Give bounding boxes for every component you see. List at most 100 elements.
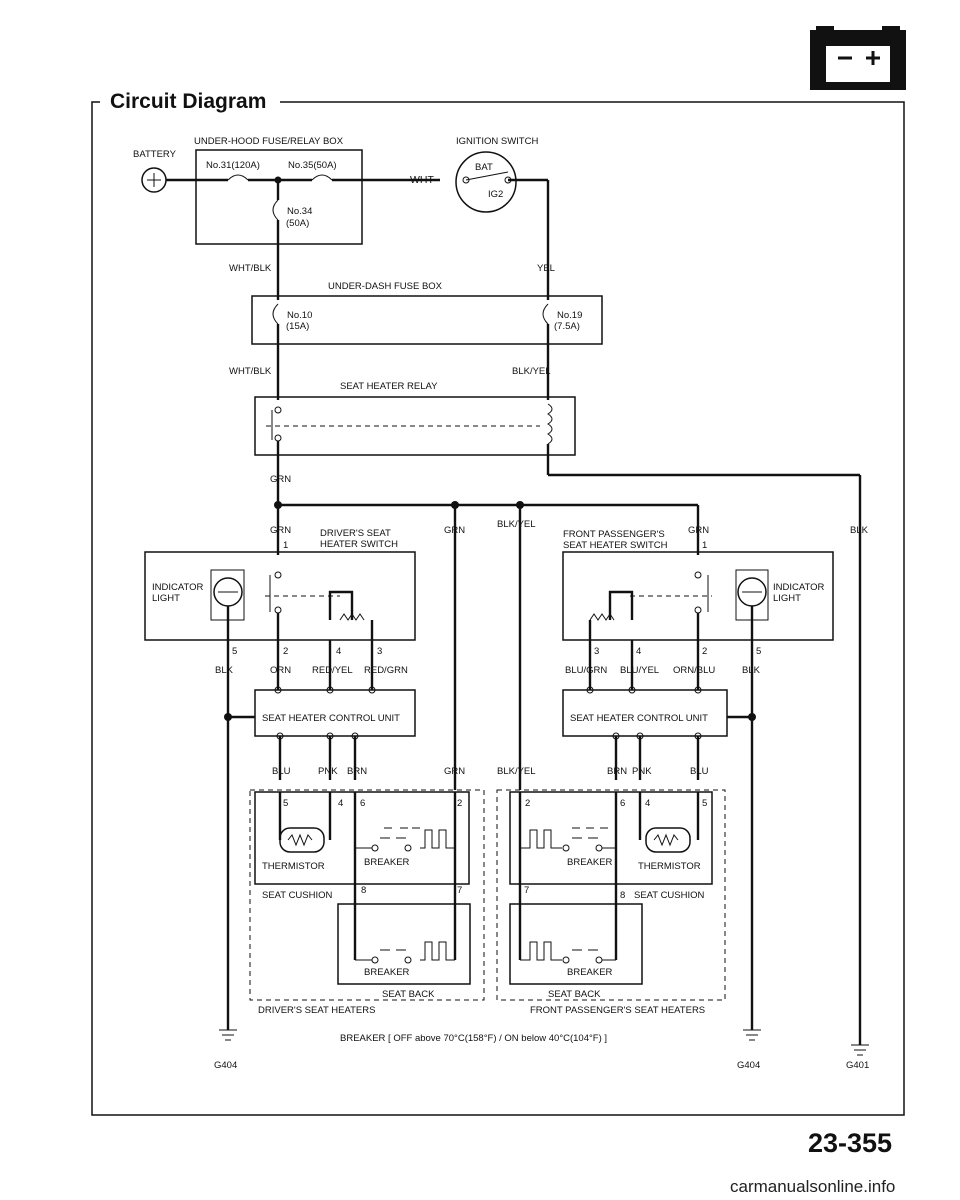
breaker-icon	[355, 827, 455, 849]
svg-text:4: 4	[338, 798, 343, 809]
svg-text:G404: G404	[214, 1060, 237, 1071]
battery-icon	[810, 26, 906, 90]
svg-text:BRN: BRN	[607, 766, 627, 777]
svg-text:4: 4	[636, 646, 641, 657]
passenger-control-unit: SEAT HEATER CONTROL UNIT	[562, 640, 756, 1030]
svg-text:5: 5	[283, 798, 288, 809]
svg-text:PNK: PNK	[632, 766, 652, 777]
driver-seat-heaters: 5 4 6 2 THERMISTOR BREAKER SEAT CUSHION …	[249, 789, 485, 1016]
svg-text:2: 2	[702, 646, 707, 657]
svg-text:THERMISTOR: THERMISTOR	[638, 861, 701, 872]
svg-text:WHT/BLK: WHT/BLK	[229, 366, 272, 377]
svg-text:SEAT CUSHION: SEAT CUSHION	[262, 890, 333, 901]
svg-text:HEATER SWITCH: HEATER SWITCH	[320, 539, 398, 550]
watermark: carmanualsonline.info	[730, 1177, 895, 1196]
svg-text:BLU: BLU	[272, 766, 291, 777]
svg-text:GRN: GRN	[270, 474, 291, 485]
svg-text:3: 3	[377, 646, 382, 657]
driver-control-unit: SEAT HEATER CONTROL UNIT	[224, 640, 416, 1030]
svg-text:GRN: GRN	[270, 525, 291, 536]
svg-text:8: 8	[361, 885, 366, 896]
svg-text:5: 5	[702, 798, 707, 809]
page-title: Circuit Diagram	[110, 90, 266, 113]
svg-text:PNK: PNK	[318, 766, 338, 777]
svg-text:SEAT HEATER CONTROL UNIT: SEAT HEATER CONTROL UNIT	[262, 713, 400, 724]
svg-text:2: 2	[283, 646, 288, 657]
svg-text:BLU: BLU	[690, 766, 709, 777]
svg-text:6: 6	[620, 798, 625, 809]
svg-text:BREAKER: BREAKER	[567, 967, 613, 978]
ignition-switch	[455, 151, 517, 213]
driver-seat-heater-switch: INDICATOR LIGHT	[144, 551, 416, 641]
underdash-box-label: UNDER-DASH FUSE BOX	[328, 281, 443, 292]
switch-resistor-icon	[589, 613, 615, 621]
svg-text:IG2: IG2	[488, 189, 503, 200]
grn-bus	[274, 475, 862, 1045]
svg-text:7: 7	[524, 885, 529, 896]
driver-switch-label: DRIVER'S SEAT	[320, 528, 391, 539]
svg-text:SEAT BACK: SEAT BACK	[382, 989, 435, 1000]
passenger-seat-heaters: 2 6 4 5 BREAKER THERMISTOR 7 8 SEAT CUSH…	[496, 789, 726, 1016]
svg-text:4: 4	[336, 646, 341, 657]
passenger-seat-heater-switch: INDICATOR LIGHT	[562, 551, 834, 641]
breaker-icon	[520, 941, 616, 961]
svg-text:ORN: ORN	[270, 665, 291, 676]
svg-text:WHT/BLK: WHT/BLK	[229, 263, 272, 274]
svg-text:BRN: BRN	[347, 766, 367, 777]
power-source-section: BATTERY UNDER-HOOD FUSE/RELAY BOX No.31(…	[133, 136, 550, 300]
breaker-icon	[520, 827, 616, 849]
svg-text:(7.5A): (7.5A)	[554, 321, 580, 332]
svg-text:No.34: No.34	[287, 206, 312, 217]
svg-text:GRN: GRN	[688, 525, 709, 536]
svg-text:No.31(120A): No.31(120A)	[206, 160, 260, 171]
svg-text:(50A): (50A)	[286, 218, 309, 229]
svg-text:No.19: No.19	[557, 310, 582, 321]
svg-text:BLU/YEL: BLU/YEL	[620, 665, 659, 676]
passenger-seat-back	[509, 903, 643, 985]
svg-text:2: 2	[457, 798, 462, 809]
svg-text:No.35(50A): No.35(50A)	[288, 160, 337, 171]
svg-text:BLK: BLK	[850, 525, 869, 536]
svg-text:DRIVER'S SEAT HEATERS: DRIVER'S SEAT HEATERS	[258, 1005, 375, 1016]
svg-text:3: 3	[594, 646, 599, 657]
ground-g404-right: G404	[737, 1029, 761, 1071]
svg-text:6: 6	[360, 798, 365, 809]
passenger-seat-cushion	[509, 791, 713, 885]
svg-text:7: 7	[457, 885, 462, 896]
svg-text:BLK/YEL: BLK/YEL	[497, 766, 536, 777]
svg-text:4: 4	[645, 798, 650, 809]
svg-text:SEAT CUSHION: SEAT CUSHION	[634, 890, 705, 901]
svg-text:G401: G401	[846, 1060, 869, 1071]
svg-text:SEAT HEATER SWITCH: SEAT HEATER SWITCH	[563, 540, 668, 551]
passenger-switch-label: FRONT PASSENGER'S	[563, 529, 665, 540]
svg-text:LIGHT: LIGHT	[152, 593, 180, 604]
svg-text:BREAKER: BREAKER	[364, 857, 410, 868]
svg-text:RED/GRN: RED/GRN	[364, 665, 408, 676]
svg-text:BREAKER: BREAKER	[567, 857, 613, 868]
underhood-box-label: UNDER-HOOD FUSE/RELAY BOX	[194, 136, 344, 147]
svg-text:INDICATOR: INDICATOR	[152, 582, 204, 593]
svg-text:GRN: GRN	[444, 525, 465, 536]
svg-text:RED/YEL: RED/YEL	[312, 665, 353, 676]
ground-g401: G401	[846, 1044, 869, 1071]
svg-text:5: 5	[756, 646, 761, 657]
svg-text:BLK/YEL: BLK/YEL	[512, 366, 551, 377]
ignition-switch-label: IGNITION SWITCH	[456, 136, 538, 147]
relay-coil-icon	[547, 403, 553, 445]
svg-text:SEAT BACK: SEAT BACK	[548, 989, 601, 1000]
svg-text:8: 8	[620, 890, 625, 901]
svg-text:2: 2	[525, 798, 530, 809]
svg-text:(15A): (15A)	[286, 321, 309, 332]
svg-text:WHT: WHT	[410, 174, 434, 186]
driver-seat-cushion	[254, 791, 470, 885]
svg-text:BLK: BLK	[215, 665, 234, 676]
underdash-fuse-box	[251, 295, 603, 345]
svg-text:1: 1	[702, 540, 707, 551]
svg-text:BAT: BAT	[475, 162, 493, 173]
svg-text:SEAT HEATER CONTROL UNIT: SEAT HEATER CONTROL UNIT	[570, 713, 708, 724]
svg-text:FRONT PASSENGER'S SEAT HEATERS: FRONT PASSENGER'S SEAT HEATERS	[530, 1005, 705, 1016]
svg-text:BREAKER: BREAKER	[364, 967, 410, 978]
switch-resistor-icon	[339, 613, 365, 621]
svg-text:GRN: GRN	[444, 766, 465, 777]
ground-g404-left: G404	[214, 1029, 237, 1071]
